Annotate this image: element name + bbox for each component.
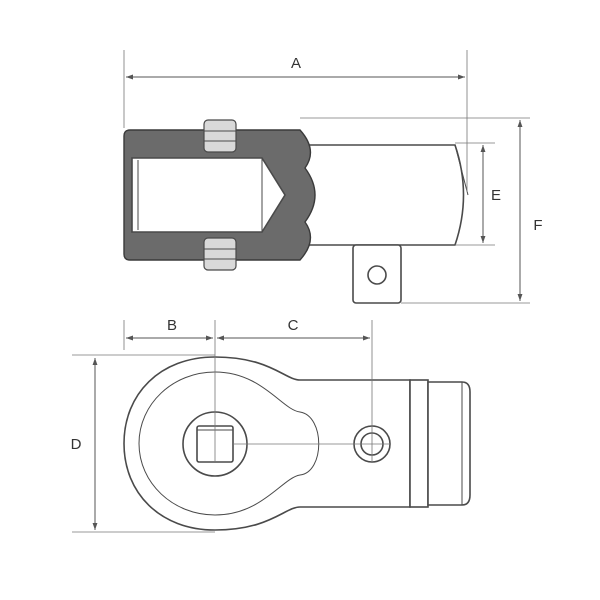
head-outline <box>123 356 411 531</box>
label-a: A <box>291 55 301 72</box>
inner-bore <box>131 157 286 233</box>
spring-pin-top <box>203 119 237 153</box>
label-c: C <box>288 317 299 334</box>
label-f: F <box>533 217 542 234</box>
label-d: D <box>71 436 82 453</box>
head-recess <box>138 371 320 516</box>
label-b: B <box>167 317 177 334</box>
side-view: A E F <box>123 50 543 304</box>
top-view: B C D <box>71 317 471 533</box>
rear-cap <box>427 381 471 506</box>
rear-collar <box>409 379 429 508</box>
tab-hole <box>367 265 387 285</box>
drive-body <box>299 144 465 246</box>
spring-pin-bottom <box>203 237 237 271</box>
label-e: E <box>491 187 501 204</box>
